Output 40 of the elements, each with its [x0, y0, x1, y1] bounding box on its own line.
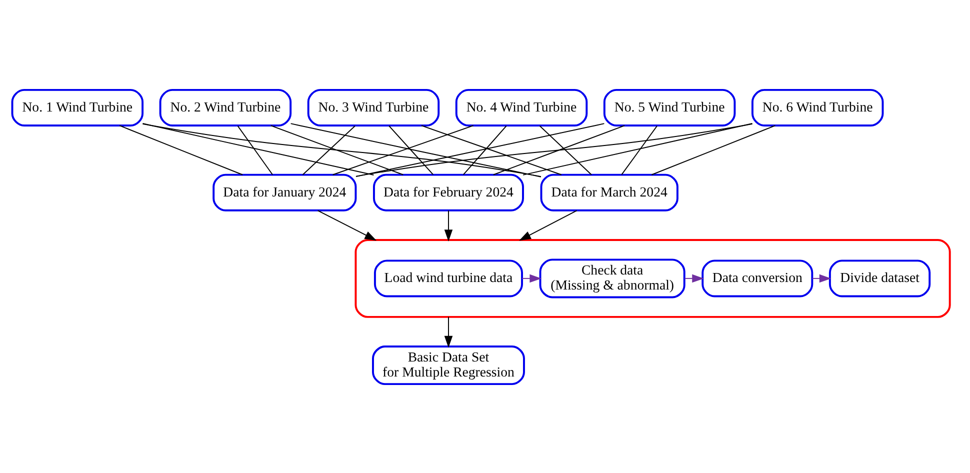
connector	[651, 124, 776, 175]
node-box: Divide dataset	[828, 259, 931, 297]
connector	[142, 122, 542, 177]
connector	[492, 124, 626, 175]
connector	[388, 124, 434, 175]
connector	[142, 122, 374, 176]
arrow	[444, 316, 453, 348]
node-box: No. 2 Wind Turbine	[159, 88, 292, 126]
connector	[332, 124, 474, 175]
node-box: No. 6 Wind Turbine	[751, 88, 884, 126]
connector	[462, 124, 507, 175]
arrow	[684, 274, 704, 282]
node-box: No. 3 Wind Turbine	[307, 88, 440, 126]
arrow	[812, 274, 832, 282]
connector	[119, 124, 244, 175]
cluster	[354, 238, 951, 318]
connector	[355, 122, 605, 177]
connector	[302, 124, 356, 175]
node-box: Data for February 2024	[372, 173, 524, 211]
arrow	[317, 210, 377, 240]
connector	[522, 122, 753, 175]
node-box: Check data (Missing & abnormal)	[539, 258, 686, 298]
node-box: Load wind turbine data	[374, 259, 523, 297]
connector	[621, 124, 658, 175]
node-box: Data for March 2024	[540, 173, 678, 211]
connector	[421, 124, 562, 175]
arrow	[444, 210, 453, 241]
node-box: No. 4 Wind Turbine	[455, 88, 588, 126]
connector	[539, 124, 592, 175]
arrow	[522, 274, 542, 282]
node-box: Data conversion	[702, 259, 814, 297]
connector	[356, 122, 753, 176]
node-box: No. 1 Wind Turbine	[11, 88, 144, 126]
node-box: No. 5 Wind Turbine	[603, 88, 736, 126]
connector	[290, 122, 542, 177]
connector	[270, 124, 404, 175]
arrow	[519, 210, 578, 240]
node-box: Basic Data Set for Multiple Regression	[372, 345, 525, 385]
node-box: Data for January 2024	[212, 173, 357, 211]
connector	[237, 124, 274, 175]
